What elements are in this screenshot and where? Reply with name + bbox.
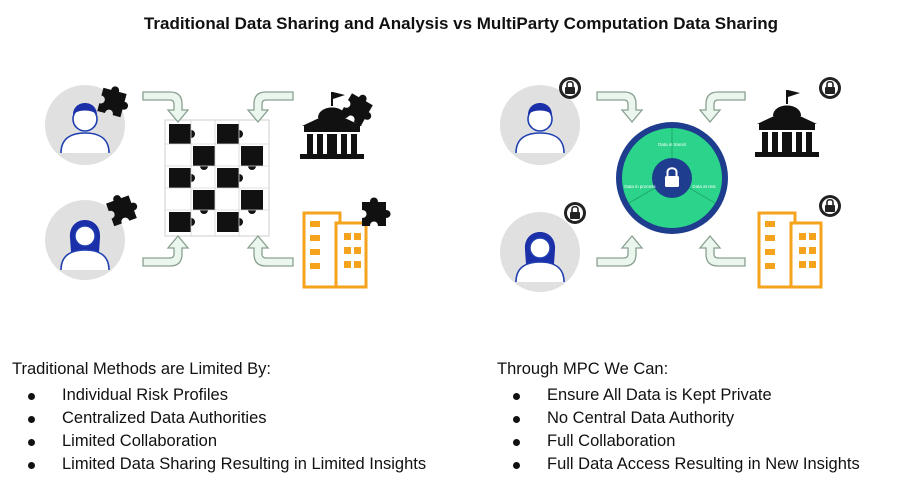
bullet-icon [513, 462, 520, 469]
person-icon [45, 200, 125, 280]
puzzle-piece-icon [97, 86, 128, 118]
comparison-diagram: Data in transit Data in process Data at … [45, 77, 841, 292]
list-item: Ensure All Data is Kept Private [497, 384, 860, 407]
mpc-label-left: Data in process [624, 184, 656, 189]
mpc-label-top: Data in transit [658, 142, 687, 147]
puzzle-piece-icon [106, 195, 138, 227]
puzzle-grid-icon [164, 119, 270, 237]
mpc-heading: Through MPC We Can: [497, 360, 669, 378]
list-item-text: Centralized Data Authorities [62, 409, 267, 427]
mpc-wheel: Data in transit Data in process Data at … [616, 122, 728, 234]
government-building-icon [300, 92, 364, 159]
list-item: Full Data Access Resulting in New Insigh… [497, 453, 860, 476]
traditional-heading: Traditional Methods are Limited By: [12, 360, 271, 378]
list-item: Centralized Data Authorities [12, 407, 426, 430]
curved-arrow-icon [142, 234, 190, 267]
page-title: Traditional Data Sharing and Analysis vs… [143, 14, 779, 33]
list-item: No Central Data Authority [497, 407, 860, 430]
lock-icon [665, 167, 679, 187]
curved-arrow-icon [246, 91, 294, 124]
bullet-icon [513, 439, 520, 446]
bullet-icon [28, 439, 35, 446]
list-item-text: Full Data Access Resulting in New Insigh… [547, 455, 860, 473]
list-item-text: Full Collaboration [547, 432, 676, 450]
list-item: Full Collaboration [497, 430, 860, 453]
mpc-list: Ensure All Data is Kept Private No Centr… [497, 384, 860, 476]
padlock-badge-icon [559, 77, 581, 99]
list-item-text: Limited Data Sharing Resulting in Limite… [62, 455, 427, 473]
bullet-icon [513, 393, 520, 400]
padlock-badge-icon [819, 77, 841, 99]
padlock-badge-icon [564, 202, 586, 224]
mpc-benefits: Through MPC We Can: Ensure All Data is K… [497, 358, 860, 476]
curved-arrow-icon [698, 234, 746, 267]
bullet-icon [28, 416, 35, 423]
padlock-badge-icon [819, 195, 841, 217]
bullet-icon [28, 393, 35, 400]
puzzle-piece-icon [362, 197, 391, 226]
person-icon [500, 212, 580, 292]
curved-arrow-icon [246, 234, 294, 267]
curved-arrow-icon [142, 91, 190, 124]
list-item-text: Individual Risk Profiles [62, 386, 228, 404]
mpc-label-right: Data at rest [692, 184, 716, 189]
bullet-icon [513, 416, 520, 423]
person-icon [500, 85, 580, 165]
government-building-icon [755, 90, 819, 157]
office-building-icon [302, 211, 368, 289]
traditional-list: Individual Risk Profiles Centralized Dat… [12, 384, 426, 476]
list-item-text: No Central Data Authority [547, 409, 735, 427]
list-item: Limited Collaboration [12, 430, 426, 453]
curved-arrow-icon [596, 91, 644, 124]
puzzle-piece-icon [340, 93, 373, 126]
bullet-icon [28, 462, 35, 469]
curved-arrow-icon [596, 234, 644, 267]
office-building-icon [757, 211, 823, 289]
list-item-text: Ensure All Data is Kept Private [547, 386, 772, 404]
curved-arrow-icon [698, 91, 746, 124]
list-item: Individual Risk Profiles [12, 384, 426, 407]
traditional-limitations: Traditional Methods are Limited By: Indi… [12, 358, 426, 476]
list-item-text: Limited Collaboration [62, 432, 218, 450]
list-item: Limited Data Sharing Resulting in Limite… [12, 453, 426, 476]
